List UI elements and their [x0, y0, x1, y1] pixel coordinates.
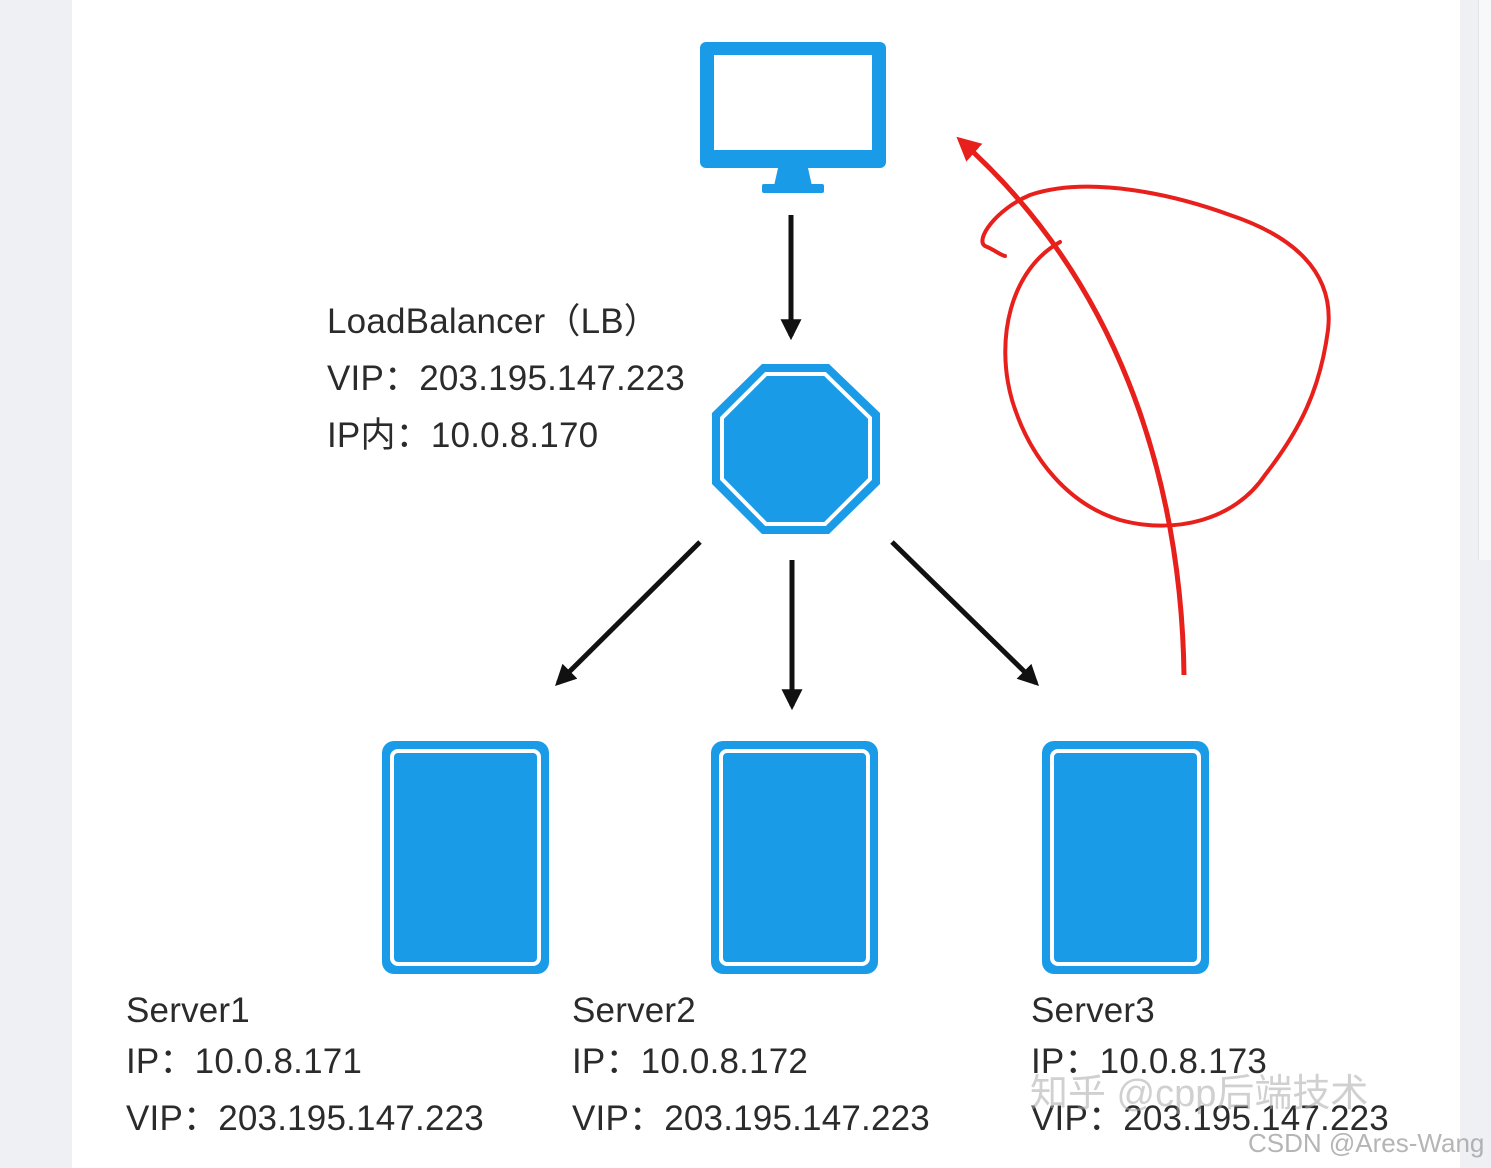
server2-name-label: Server2 — [572, 991, 696, 1030]
server-icon — [1042, 741, 1209, 974]
server2-ip-label: IP：10.0.8.172 — [572, 1042, 809, 1081]
server-icon — [382, 741, 549, 974]
lb-name-label: LoadBalancer（LB） — [327, 302, 660, 341]
server1-vip-label: VIP：203.195.147.223 — [126, 1099, 484, 1138]
lb-vip-label: VIP：203.195.147.223 — [327, 359, 685, 398]
server1-ip-label: IP：10.0.8.171 — [126, 1042, 363, 1081]
watermark-zhihu: 知乎 @cpp后端技术 — [1030, 1073, 1369, 1115]
lb-internal-ip-label: IP内：10.0.8.170 — [327, 416, 599, 455]
annotation-circle — [980, 184, 1331, 528]
monitor-icon — [700, 42, 886, 193]
watermark-csdn: CSDN @Ares-Wang — [1248, 1128, 1485, 1158]
arrow-lb-to-server3 — [890, 540, 1040, 686]
server2-vip-label: VIP：203.195.147.223 — [572, 1099, 930, 1138]
octagon-icon — [712, 364, 880, 534]
server3-vip-label: VIP：203.195.147.223 — [1031, 1099, 1389, 1138]
server3-name-label: Server3 — [1031, 991, 1155, 1030]
arrow-lb-to-server1 — [555, 540, 702, 686]
server3-ip-label: IP：10.0.8.173 — [1031, 1042, 1268, 1081]
annotation-return-arrow — [956, 136, 1187, 676]
server-icon — [711, 741, 878, 974]
scrollbar-track[interactable] — [1478, 0, 1491, 560]
server1-name-label: Server1 — [126, 991, 250, 1030]
